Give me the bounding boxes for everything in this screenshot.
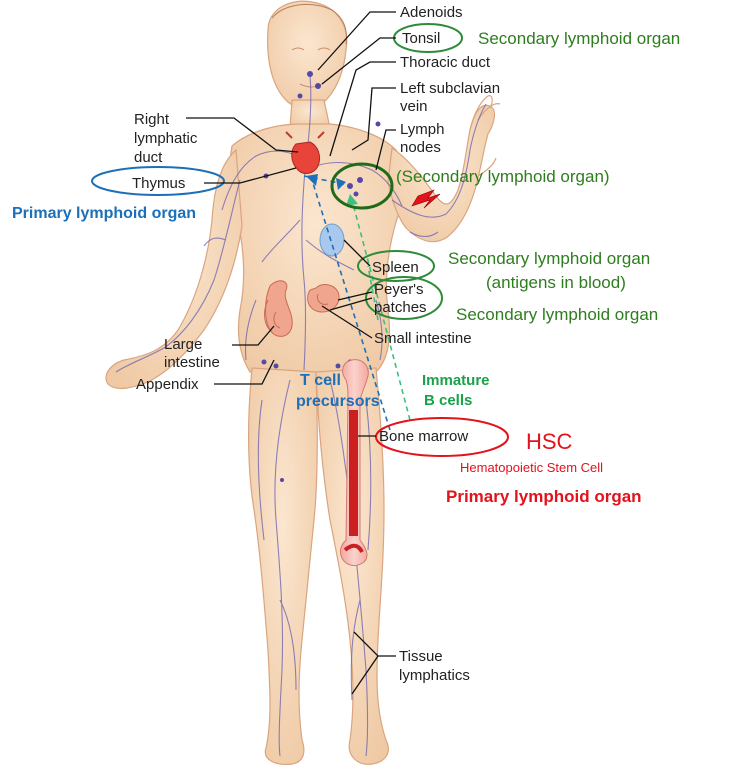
- right-leg: [247, 367, 318, 765]
- label-left-subclavian-2: vein: [400, 98, 428, 115]
- label-peyers-2: patches: [374, 299, 427, 316]
- label-right-lymphatic-1: Right: [134, 111, 170, 128]
- femur-bone: [339, 359, 369, 566]
- annotation-thymus-organ: Primary lymphoid organ: [12, 205, 196, 222]
- annotation-spleen-organ-1: Secondary lymphoid organ: [448, 249, 650, 268]
- thymus-highlight: [91, 166, 225, 196]
- annotation-immature-b-1: Immature: [422, 372, 490, 389]
- label-thoracic-duct: Thoracic duct: [400, 54, 491, 71]
- left-arm: [387, 104, 496, 243]
- annotation-hsc-full: Hematopoietic Stem Cell: [460, 460, 603, 475]
- annotation-t-cell-2: precursors: [296, 393, 380, 410]
- small-intestine-shape: [307, 284, 340, 313]
- label-adenoids: Adenoids: [400, 4, 463, 21]
- label-lymph-nodes-1: Lymph: [400, 121, 444, 138]
- label-lymph-nodes-2: nodes: [400, 139, 441, 156]
- label-large-intestine-2: intestine: [164, 354, 220, 371]
- annotation-spleen-organ-2: (antigens in blood): [486, 273, 626, 292]
- thymus-organ: [285, 131, 325, 174]
- label-right-lymphatic-3: duct: [134, 149, 163, 166]
- label-appendix: Appendix: [136, 376, 199, 393]
- face-details: [271, 4, 347, 88]
- intestines: [264, 280, 340, 337]
- lymph-vessels: [115, 75, 487, 757]
- label-bone-marrow: Bone marrow: [379, 428, 468, 445]
- t-cell-migration-arrow: [303, 174, 391, 431]
- label-thymus: Thymus: [132, 175, 185, 192]
- annotation-hsc: HSC: [526, 429, 573, 454]
- annotation-peyers-organ: Secondary lymphoid organ: [456, 305, 658, 324]
- label-left-subclavian-1: Left subclavian: [400, 80, 500, 97]
- annotation-marrow-organ: Primary lymphoid organ: [446, 487, 642, 506]
- label-tissue-lymphatics-1: Tissue: [399, 648, 443, 665]
- large-intestine-shape: [265, 280, 293, 337]
- label-tonsil: Tonsil: [402, 30, 440, 47]
- label-peyers-1: Peyer's: [374, 281, 424, 298]
- label-large-intestine-1: Large: [164, 336, 202, 353]
- label-small-intestine: Small intestine: [374, 330, 472, 347]
- annotation-immature-b-2: B cells: [424, 392, 472, 409]
- b-cell-migration-arrow: [346, 194, 411, 421]
- annotation-lymph-node-organ: (Secondary lymphoid organ): [396, 167, 610, 186]
- annotation-t-cell-1: T cell: [300, 372, 341, 389]
- lymph-node-highlight: [330, 162, 394, 210]
- peyers-highlight: [365, 276, 443, 320]
- spleen-organ: [319, 223, 345, 257]
- label-right-lymphatic-2: lymphatic: [134, 130, 198, 147]
- label-tissue-lymphatics-2: lymphatics: [399, 667, 470, 684]
- spleen-highlight: [357, 250, 435, 282]
- annotation-tonsil-organ: Secondary lymphoid organ: [478, 29, 680, 48]
- head: [267, 0, 348, 110]
- leader-lines: [186, 11, 396, 695]
- bone-marrow-highlight: [375, 417, 509, 457]
- infection-bolt: [411, 189, 441, 209]
- label-spleen: Spleen: [372, 259, 419, 276]
